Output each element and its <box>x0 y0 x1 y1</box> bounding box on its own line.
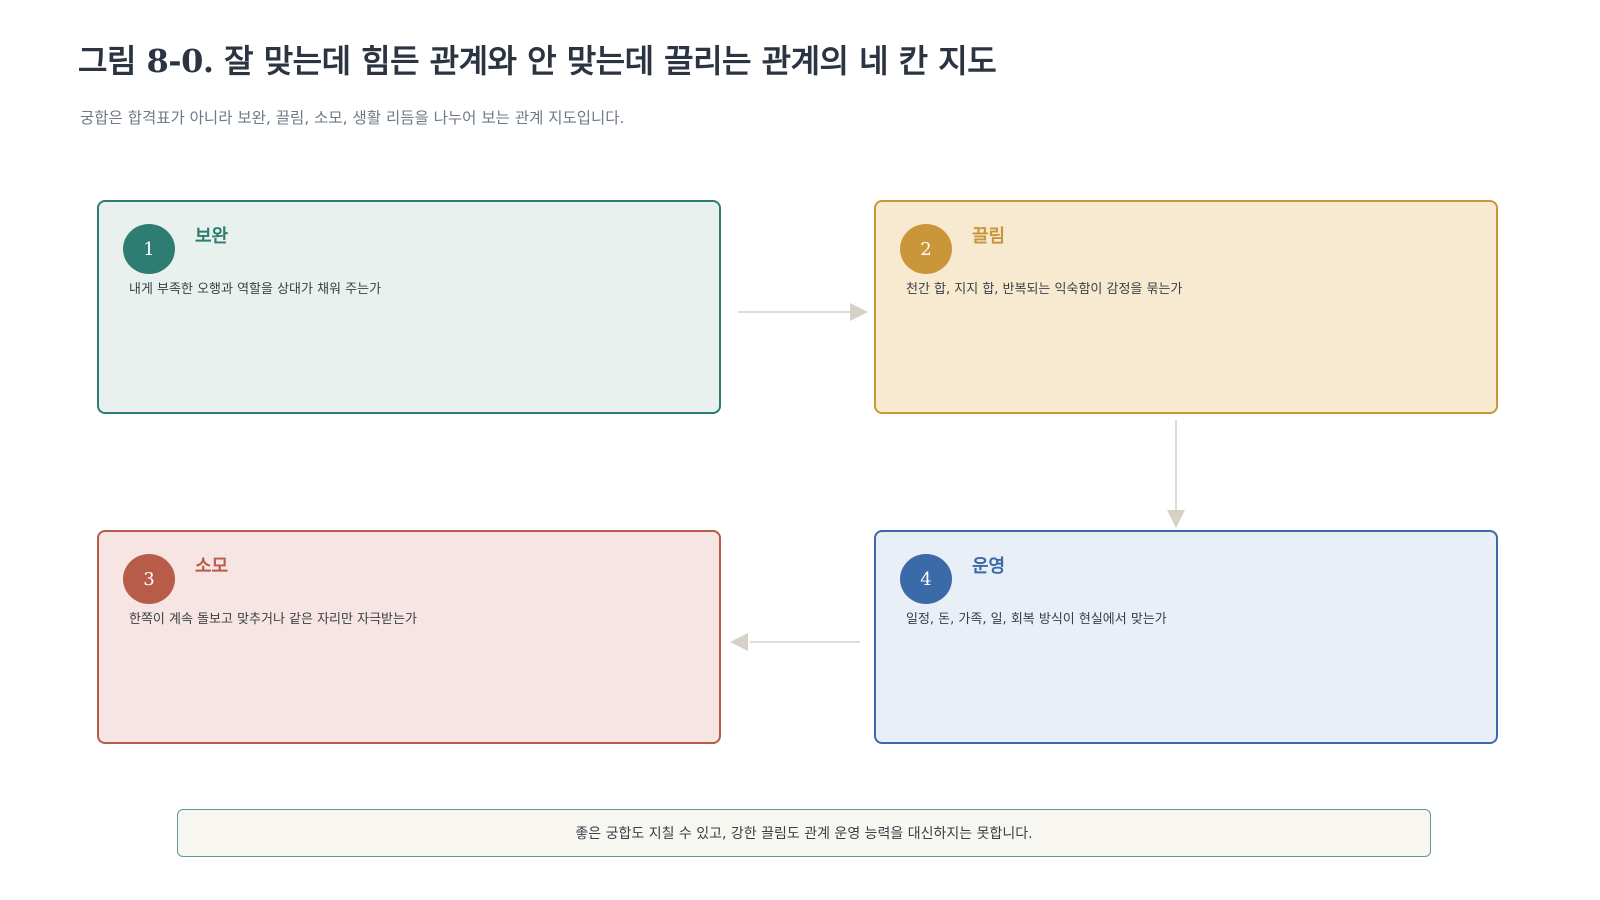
quadrant-title: 운영 <box>972 556 1006 577</box>
page-subtitle: 궁합은 합격표가 아니라 보완, 끌림, 소모, 생활 리듬을 나누어 보는 관… <box>80 109 625 127</box>
quadrant-title: 소모 <box>195 556 229 577</box>
arrow-1-to-2 <box>738 303 868 321</box>
step-badge-1: 1 <box>123 224 175 274</box>
step-badge-4: 4 <box>900 554 952 604</box>
arrow-4-to-3 <box>730 633 860 651</box>
quadrant-box-attraction: 2 끌림 천간 합, 지지 합, 반복되는 익숙함이 감정을 묶는가 <box>874 200 1498 414</box>
page-title: 그림 8-0. 잘 맞는데 힘든 관계와 안 맞는데 끌리는 관계의 네 칸 지… <box>78 42 997 80</box>
footer-note: 좋은 궁합도 지칠 수 있고, 강한 끌림도 관계 운영 능력을 대신하지는 못… <box>177 809 1431 857</box>
step-badge-2: 2 <box>900 224 952 274</box>
quadrant-description: 일정, 돈, 가족, 일, 회복 방식이 현실에서 맞는가 <box>906 612 1167 627</box>
arrow-2-to-4 <box>1167 420 1185 528</box>
quadrant-box-operation: 4 운영 일정, 돈, 가족, 일, 회복 방식이 현실에서 맞는가 <box>874 530 1498 744</box>
quadrant-title: 끌림 <box>972 226 1006 247</box>
quadrant-title: 보완 <box>195 226 229 247</box>
quadrant-box-complement: 1 보완 내게 부족한 오행과 역할을 상대가 채워 주는가 <box>97 200 721 414</box>
step-badge-3: 3 <box>123 554 175 604</box>
quadrant-description: 천간 합, 지지 합, 반복되는 익숙함이 감정을 묶는가 <box>906 282 1183 297</box>
quadrant-description: 내게 부족한 오행과 역할을 상대가 채워 주는가 <box>129 282 382 297</box>
quadrant-box-drain: 3 소모 한쪽이 계속 돌보고 맞추거나 같은 자리만 자극받는가 <box>97 530 721 744</box>
quadrant-description: 한쪽이 계속 돌보고 맞추거나 같은 자리만 자극받는가 <box>129 612 417 627</box>
